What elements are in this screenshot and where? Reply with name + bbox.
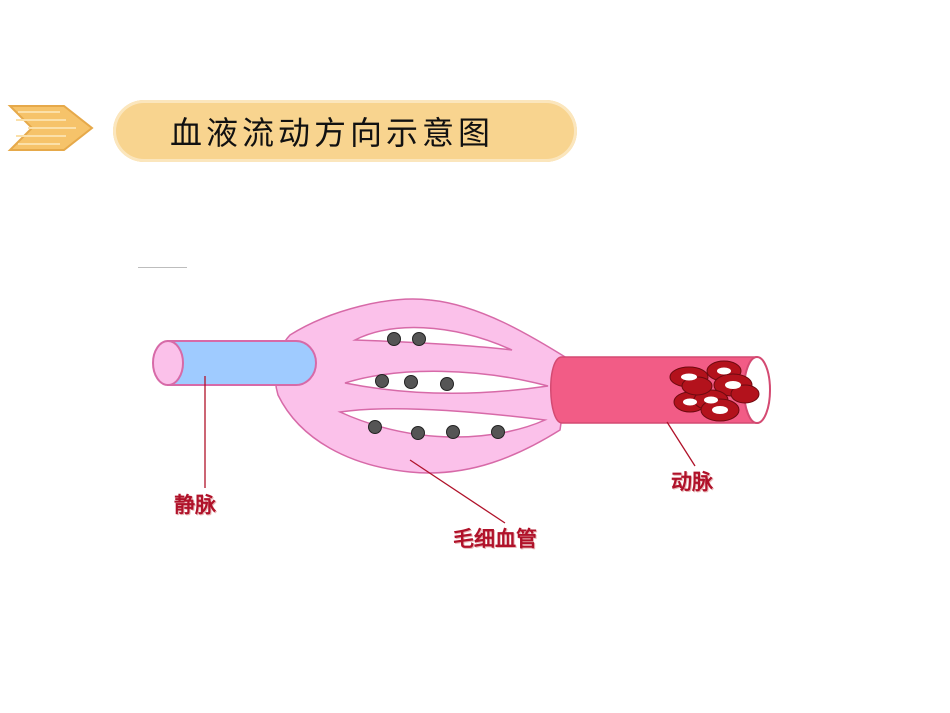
capillary-cells: [368, 332, 505, 440]
vein-vessel: [152, 340, 317, 386]
divider-line: [138, 267, 187, 268]
vein-label: 静脉: [174, 492, 216, 517]
capillary-network: [274, 298, 571, 474]
artery-label: 动脉: [671, 469, 713, 494]
right-arrow-icon: [7, 105, 94, 151]
title-banner: 血液流动方向示意图: [113, 100, 577, 162]
capillary-label: 毛细血管: [453, 526, 537, 551]
capillary-leader-line: [409, 459, 506, 524]
red-blood-cells: [669, 360, 760, 422]
page-title: 血液流动方向示意图: [170, 114, 495, 152]
artery-leader-line: [666, 421, 696, 467]
